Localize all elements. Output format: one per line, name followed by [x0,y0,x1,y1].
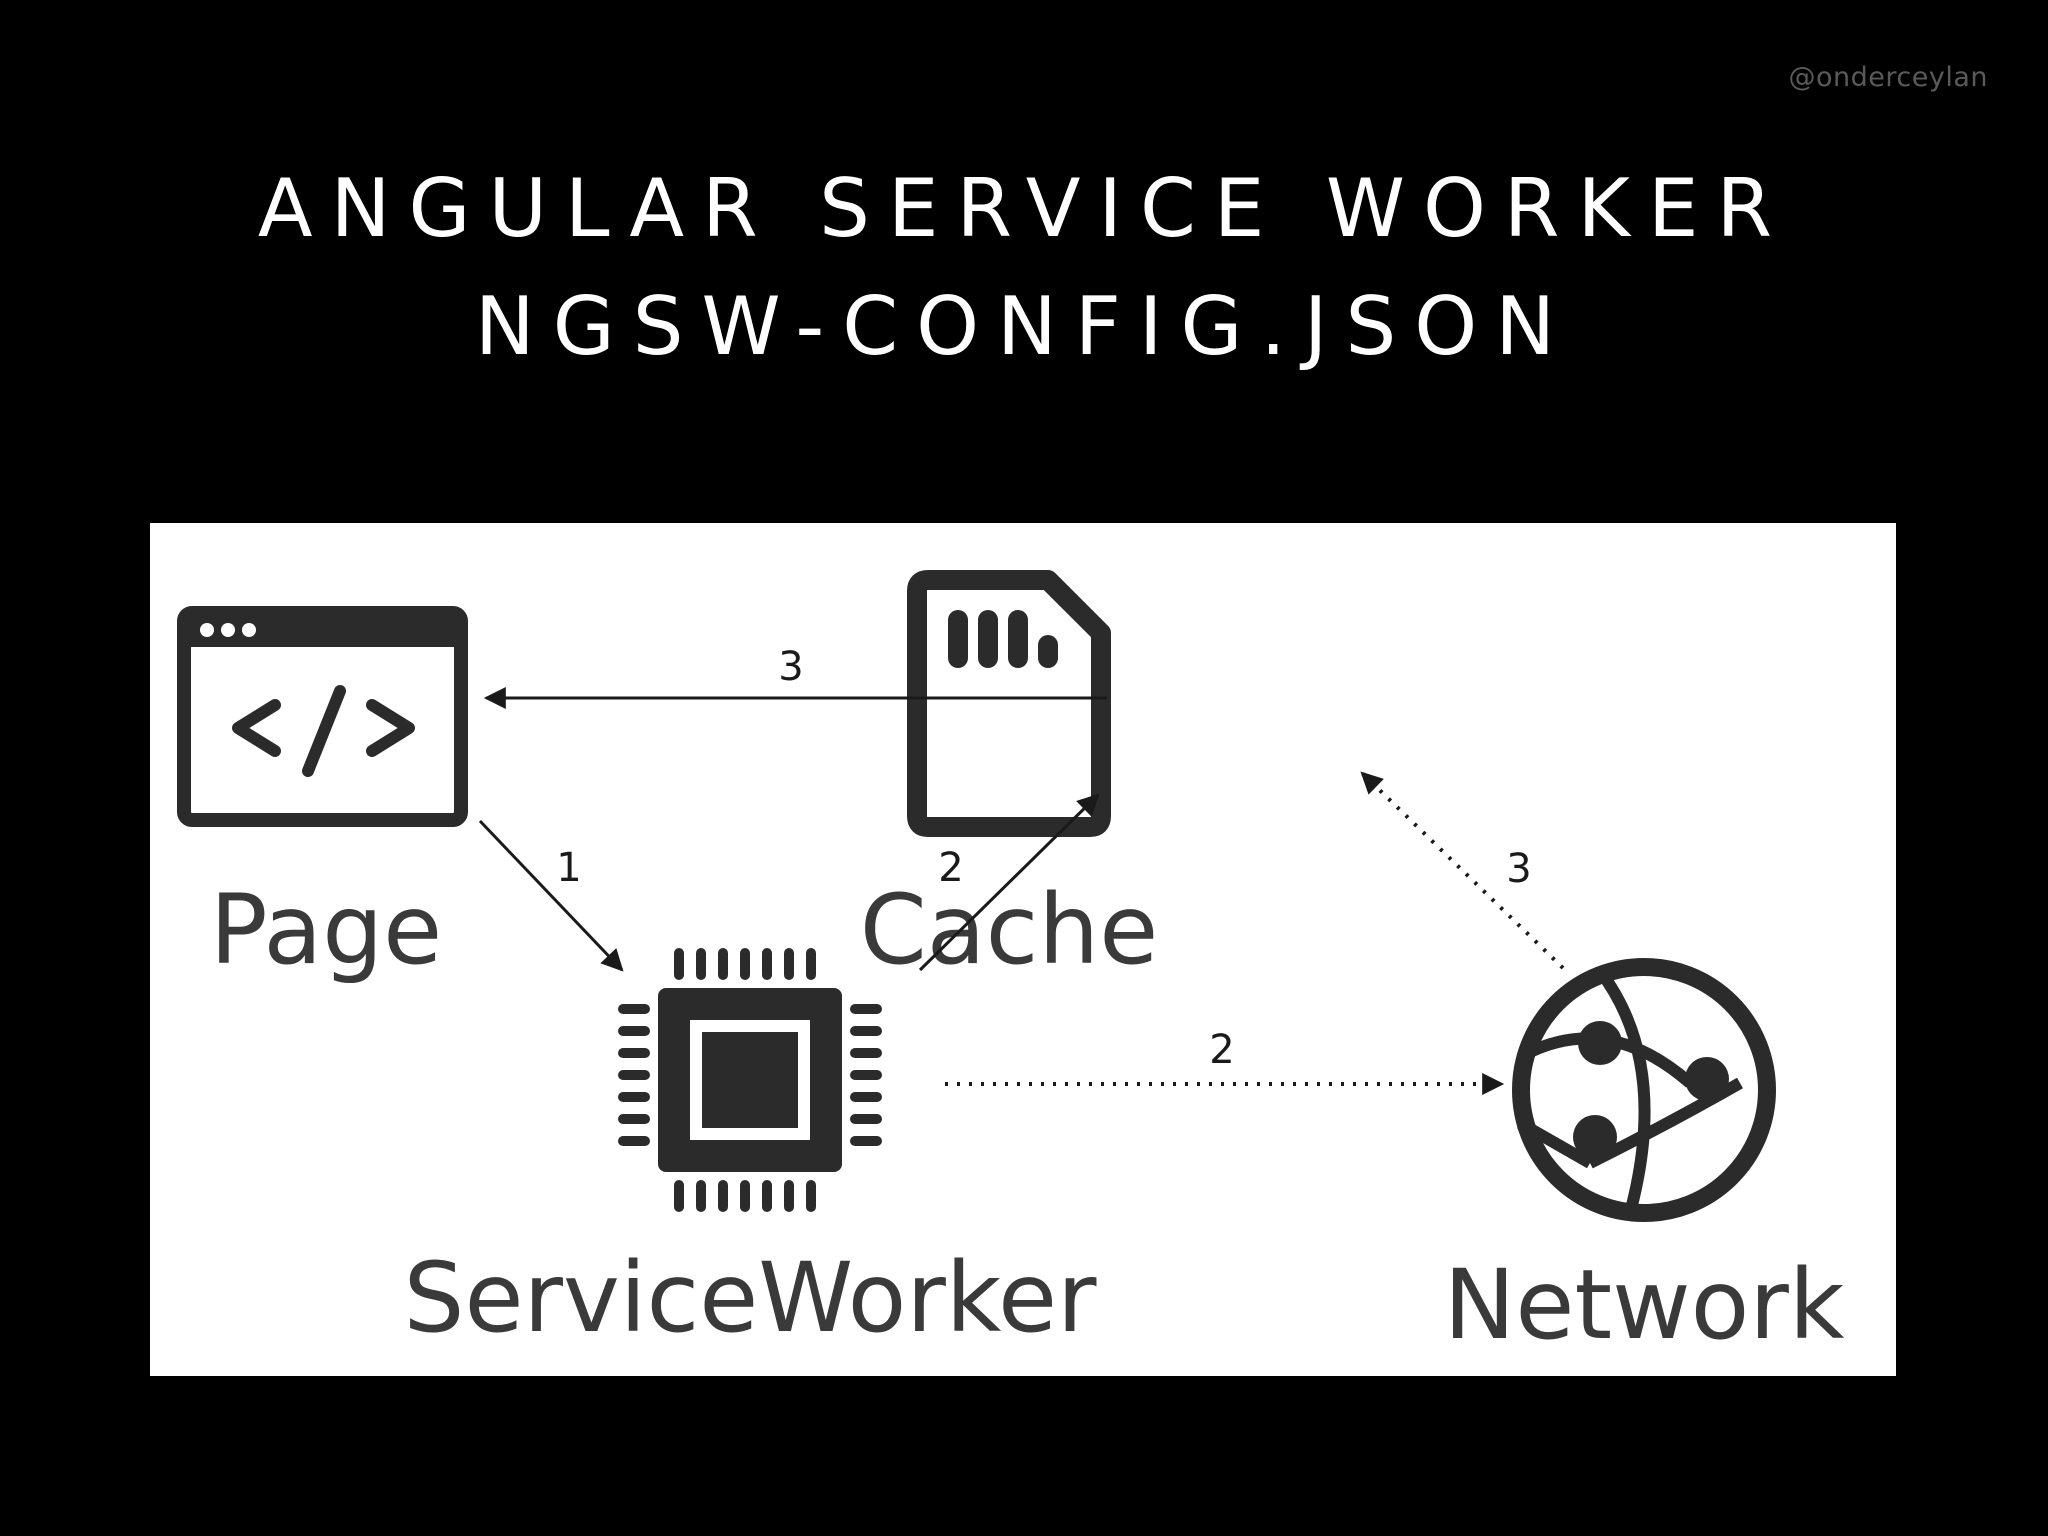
globe-network-icon [1512,958,1776,1222]
edge-sw-to-cache [918,793,1100,972]
edge-sw-to-network-label: 2 [1209,1027,1234,1073]
edge-page-to-sw [478,819,624,972]
page-label: Page [210,874,442,986]
edge-network-to-cache-label: 3 [1506,846,1531,892]
browser-code-icon [177,606,468,827]
network-label: Network [1444,1249,1845,1361]
cpu-chip-icon [618,948,882,1212]
sd-card-icon [907,570,1111,837]
edge-page-to-sw-label: 1 [556,845,581,891]
service-worker-label: ServiceWorker [404,1242,1098,1354]
service-worker-diagram: Page [177,570,1845,1361]
edge-sw-to-cache-label: 2 [938,845,963,891]
slide-title-line-1: ANGULAR SERVICE WORKER [257,162,1791,255]
diagram-panel: Page [150,523,1896,1376]
watermark: @onderceylan [1788,62,1988,93]
edge-cache-to-page-label: 3 [778,644,803,690]
slide-title-line-2: NGSW-CONFIG.JSON [474,280,1574,373]
edge-network-to-cache [1360,771,1565,970]
cache-label: Cache [860,874,1159,986]
